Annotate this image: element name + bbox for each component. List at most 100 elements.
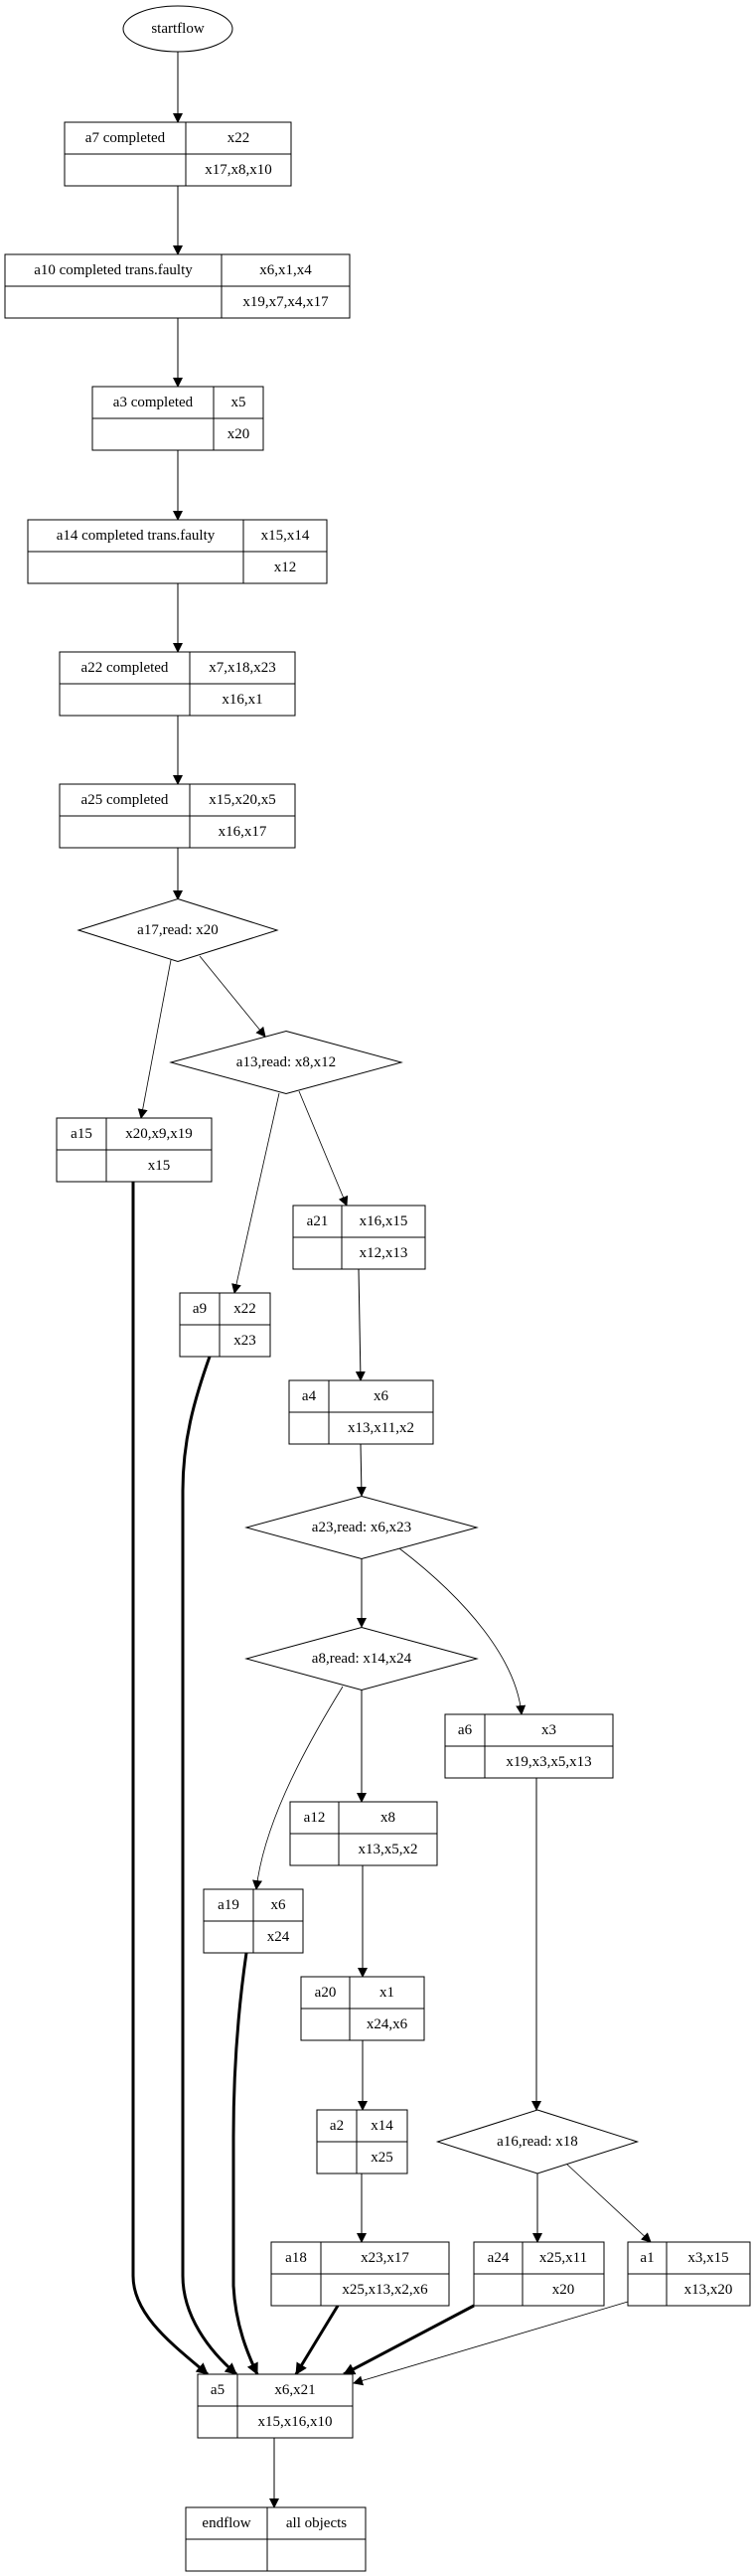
node-a1[interactable]: a1 x3,x15 x13,x20 — [627, 2241, 751, 2307]
record-label: a19 — [218, 1897, 239, 1913]
node-a4[interactable]: a4 x6 x13,x11,x2 — [288, 1379, 434, 1445]
record-label: a12 — [304, 1810, 326, 1826]
record-written-vars: x8 — [380, 1810, 395, 1826]
record-written-vars: x3,x15 — [687, 2250, 728, 2266]
edge-a13-to-a9 — [231, 1092, 280, 1294]
decision-label: a8,read: x14,x24 — [312, 1651, 412, 1667]
record-label: a15 — [71, 1126, 92, 1142]
record-label: a20 — [315, 1985, 337, 2001]
record-read-vars: x17,x8,x10 — [205, 162, 272, 178]
decision-label: a17,read: x20 — [137, 922, 219, 938]
record-written-vars: x22 — [227, 130, 250, 146]
record-read-vars: x19,x3,x5,x13 — [506, 1754, 591, 1770]
record-label: a1 — [640, 2250, 654, 2266]
record-label: endflow — [202, 2515, 250, 2531]
node-a8[interactable]: a8,read: x14,x24 — [244, 1626, 479, 1691]
record-read-vars: x20 — [552, 2282, 575, 2298]
node-a7[interactable]: a7 completed x22 x17,x8,x10 — [64, 121, 292, 187]
record-label: a18 — [285, 2250, 307, 2266]
node-a22[interactable]: a22 completed x7,x18,x23 x16,x1 — [59, 651, 296, 717]
record-read-vars: x13,x5,x2 — [359, 1842, 418, 1857]
node-a23[interactable]: a23,read: x6,x23 — [244, 1495, 479, 1560]
record-written-vars: x7,x18,x23 — [209, 660, 276, 676]
edge-a13-to-a21 — [298, 1090, 349, 1207]
node-a12[interactable]: a12 x8 x13,x5,x2 — [289, 1801, 438, 1866]
record-read-vars: x15 — [148, 1158, 171, 1174]
start-ellipse — [122, 5, 233, 53]
edge-a8-to-a19 — [252, 1686, 344, 1890]
record-label: a25 completed — [81, 792, 169, 808]
start-label: startflow — [151, 21, 204, 37]
record-read-vars: x16,x17 — [219, 824, 267, 840]
record-label: a2 — [330, 2118, 344, 2134]
edge-a9-to-a5 — [181, 1356, 237, 2376]
edge-a4-to-a23 — [356, 1443, 367, 1497]
edge-a17-to-a15 — [137, 959, 172, 1119]
record-written-vars: x14 — [371, 2118, 393, 2134]
decision-label: a16,read: x18 — [497, 2134, 578, 2150]
record-read-vars: x23 — [233, 1333, 256, 1349]
node-a17[interactable]: a17,read: x20 — [76, 897, 279, 963]
decision-diamond — [76, 897, 279, 963]
edge-a17-to-a13 — [199, 955, 266, 1038]
edge-a23-to-a6 — [398, 1547, 527, 1715]
record-label: a22 completed — [81, 660, 169, 676]
edge-a21-to-a4 — [355, 1268, 366, 1381]
record-read-vars: x19,x7,x4,x17 — [242, 294, 329, 310]
node-a2[interactable]: a2 x14 x25 — [316, 2109, 408, 2174]
record-read-vars: x20 — [227, 426, 250, 442]
record-read-vars: x24 — [267, 1929, 290, 1945]
record-label: a21 — [307, 1213, 329, 1229]
record-label: a5 — [211, 2382, 225, 2398]
start-node[interactable]: startflow — [122, 5, 233, 53]
record-read-vars: x13,x20 — [684, 2282, 733, 2298]
decision-diamond — [169, 1030, 403, 1095]
record-label: a9 — [193, 1301, 207, 1317]
record-written-vars: x5 — [231, 395, 246, 410]
record-written-vars: all objects — [286, 2515, 347, 2531]
node-endflow[interactable]: endflow all objects — [185, 2506, 367, 2572]
record-read-vars: x16,x1 — [222, 692, 262, 708]
record-written-vars: x22 — [233, 1301, 256, 1317]
record-written-vars: x1 — [379, 1985, 394, 2001]
record-read-vars: x12 — [274, 560, 297, 575]
decision-label: a23,read: x6,x23 — [312, 1520, 411, 1535]
record-read-vars: x24,x6 — [367, 2016, 408, 2032]
decision-diamond — [244, 1495, 479, 1560]
record-label: a4 — [302, 1388, 317, 1404]
record-read-vars: x15,x16,x10 — [258, 2414, 333, 2430]
record-label: a7 completed — [85, 130, 166, 146]
record-written-vars: x20,x9,x19 — [125, 1126, 193, 1142]
decision-diamond — [435, 2109, 640, 2174]
decision-diamond — [244, 1626, 479, 1691]
record-read-vars: x25 — [371, 2150, 393, 2166]
node-a13[interactable]: a13,read: x8,x12 — [169, 1030, 403, 1095]
node-a18[interactable]: a18 x23,x17 x25,x13,x2,x6 — [270, 2241, 450, 2307]
record-written-vars: x6 — [374, 1388, 389, 1404]
edge-a18-to-a5 — [294, 2305, 340, 2375]
node-a20[interactable]: a20 x1 x24,x6 — [300, 1976, 425, 2041]
node-a15[interactable]: a15 x20,x9,x19 x15 — [56, 1117, 213, 1183]
edge-a1-to-a5 — [353, 2301, 629, 2386]
record-read-vars: x13,x11,x2 — [348, 1420, 414, 1436]
edge-a19-to-a5 — [231, 1952, 259, 2375]
record-label: a10 completed trans.faulty — [34, 262, 193, 278]
record-read-vars: x25,x13,x2,x6 — [342, 2282, 428, 2298]
edge-a24-to-a5 — [343, 2304, 475, 2376]
record-written-vars: x23,x17 — [361, 2250, 409, 2266]
edge-a15-to-a5 — [131, 1182, 209, 2376]
node-a16[interactable]: a16,read: x18 — [435, 2109, 640, 2174]
node-a9[interactable]: a9 x22 x23 — [179, 1292, 271, 1358]
record-written-vars: x3 — [541, 1722, 556, 1738]
edge-a16-to-a1 — [565, 2163, 652, 2243]
